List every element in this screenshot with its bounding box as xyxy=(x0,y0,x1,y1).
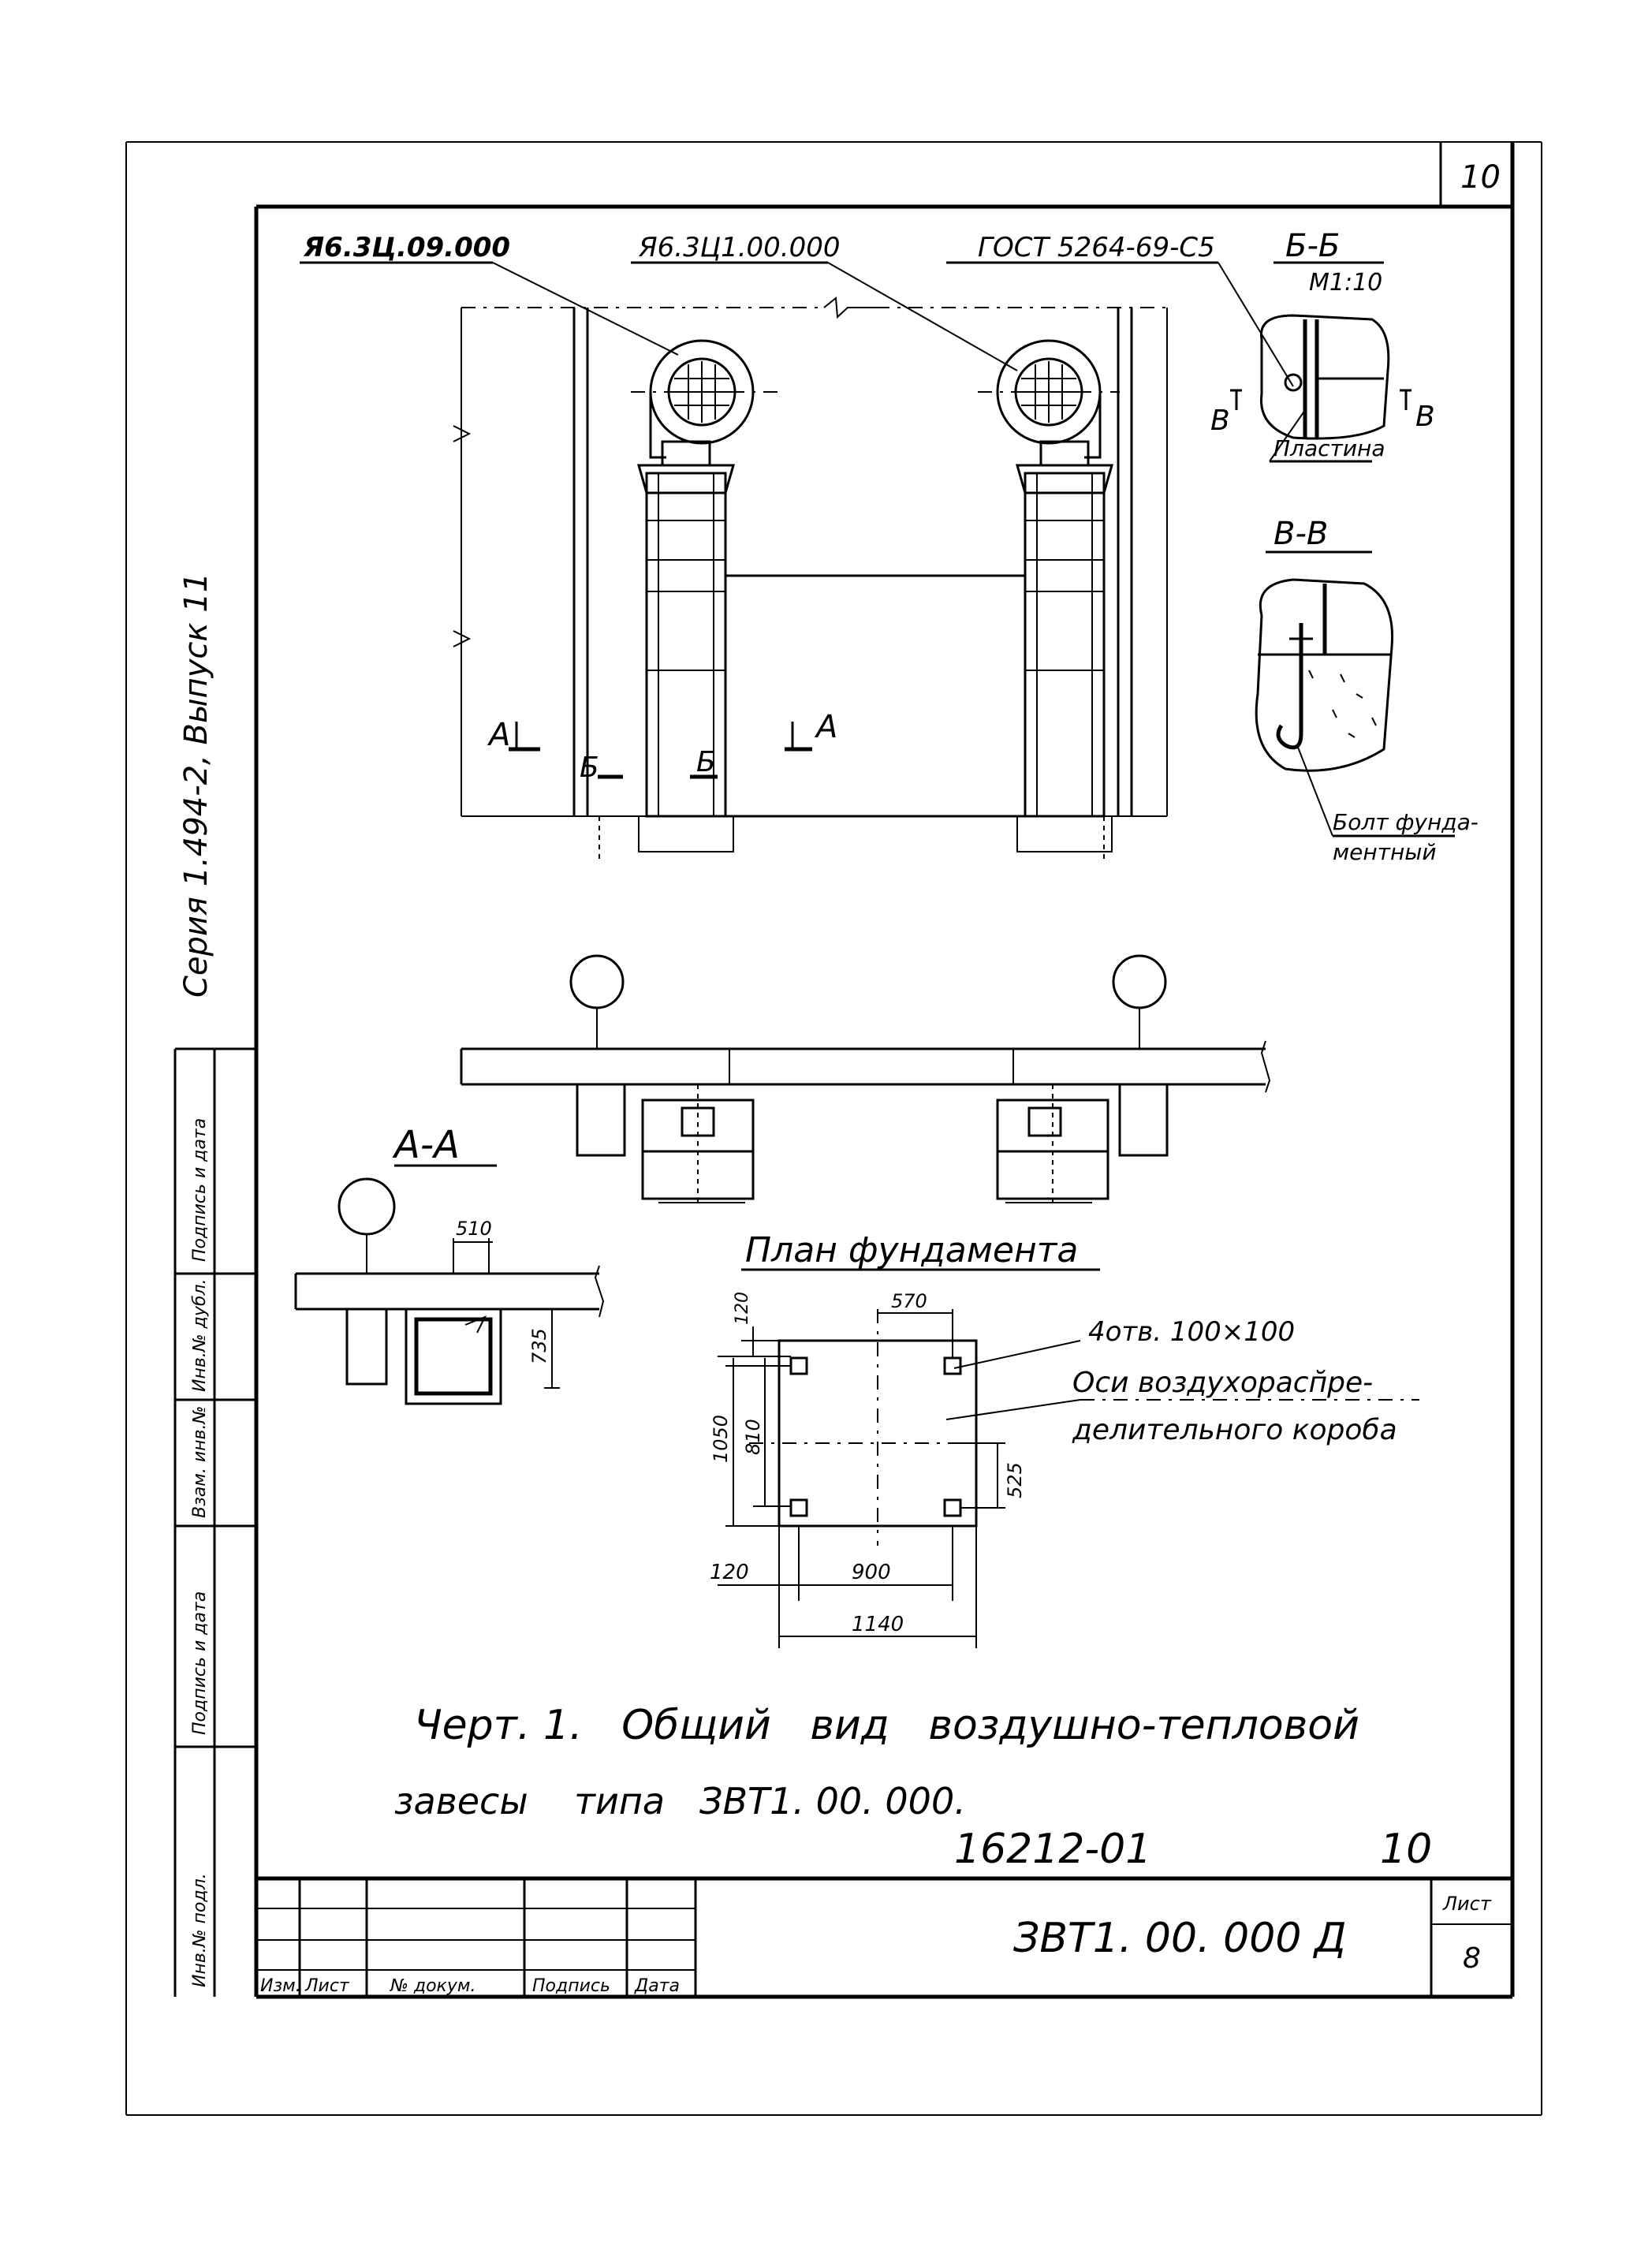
foundation-dim-570: 570 xyxy=(891,1290,927,1312)
foundation-holes-note: 4отв. 100×100 xyxy=(1088,1316,1295,1348)
side-label-2: Инв.№ дубл. xyxy=(190,1278,210,1392)
foundation-plan xyxy=(718,1268,1419,1648)
title-block xyxy=(256,1876,1512,1997)
title-block-col-date: Дата xyxy=(634,1976,680,1996)
section-aa-detail xyxy=(294,1164,605,1405)
sheet-corner-number: 10 xyxy=(1460,159,1501,196)
side-label-1: Подпись и дата xyxy=(190,1118,210,1262)
section-vv-detail xyxy=(1255,550,1455,838)
title-block-col-doc: № докум. xyxy=(390,1976,475,1996)
foundation-axes-note-2: делительного короба xyxy=(1072,1414,1397,1446)
title-block-col-list: Лист xyxy=(304,1976,350,1996)
callout-leaders xyxy=(300,261,1294,387)
foundation-dim-900: 900 xyxy=(852,1561,891,1584)
foundation-dim-120-bottom: 120 xyxy=(710,1561,749,1584)
section-bb-title: Б-Б xyxy=(1285,228,1340,264)
inner-frame xyxy=(254,142,1515,1999)
section-vv-label-2: ментный xyxy=(1333,839,1437,865)
side-stamp-strip xyxy=(173,1047,256,1997)
title-block-col-sign: Подпись xyxy=(532,1976,610,1996)
elevation-view xyxy=(453,297,1168,860)
section-aa-dim-side: 735 xyxy=(528,1328,550,1364)
side-label-4: Подпись и дата xyxy=(190,1591,210,1735)
callout-bolt-standard: ГОСТ 5264-69-С5 xyxy=(978,232,1215,263)
side-label-5: Инв.№ подл. xyxy=(190,1873,210,1987)
title-block-sheet-label: Лист xyxy=(1442,1893,1492,1915)
foundation-dim-1140: 1140 xyxy=(852,1613,904,1636)
outer-frame xyxy=(125,141,1542,2116)
foundation-dim-810: 810 xyxy=(742,1419,764,1455)
foundation-axes-note-1: Оси воздухорасп̆ре- xyxy=(1072,1367,1373,1399)
foundation-plan-title: План фундамента xyxy=(745,1230,1078,1270)
section-mark-a-right: А xyxy=(814,709,837,745)
title-block-page: 10 xyxy=(1380,1826,1432,1873)
section-aa-title: А-А xyxy=(392,1123,460,1167)
section-mark-b-left: Б xyxy=(580,752,599,784)
section-aa-dim-top: 510 xyxy=(456,1218,492,1240)
callout-left-fan: Я6.3Ц.09.000 xyxy=(303,232,510,263)
title-block-number: 16212-01 xyxy=(954,1826,1151,1873)
section-vv-label-1: Болт фунда- xyxy=(1333,809,1479,835)
foundation-dim-525: 525 xyxy=(1004,1462,1026,1498)
section-bb-mark-right: В xyxy=(1415,401,1435,433)
callout-right-fan: Я6.3Ц1.00.000 xyxy=(638,232,841,263)
section-bb-mark-left: В xyxy=(1210,405,1230,437)
section-bb-detail xyxy=(1230,261,1411,463)
plan-view xyxy=(460,954,1271,1207)
foundation-dim-1050: 1050 xyxy=(710,1415,732,1463)
title-block-col-izm: Изм. xyxy=(260,1976,301,1996)
section-mark-a-left: А xyxy=(487,717,510,753)
section-vv-title: В-В xyxy=(1273,516,1328,552)
section-bb-scale: М1:10 xyxy=(1309,269,1382,297)
title-block-designation: ЗВТ1. 00. 000 Д xyxy=(1013,1915,1347,1962)
section-mark-b-right: Б xyxy=(696,746,716,778)
section-bb-label: Пластина xyxy=(1273,435,1385,461)
foundation-dim-120-top: 120 xyxy=(733,1292,752,1325)
side-label-3: Взам. инв.№ xyxy=(190,1406,210,1518)
caption-line-1: Черт. 1. Общий вид воздушно-тепловой xyxy=(414,1702,1359,1749)
title-block-sheet-number: 8 xyxy=(1463,1942,1481,1975)
caption-line-2: завесы типа ЗВТ1. 00. 000. xyxy=(394,1780,966,1822)
side-title: Серия 1.494-2, Выпуск 11 xyxy=(178,573,214,998)
